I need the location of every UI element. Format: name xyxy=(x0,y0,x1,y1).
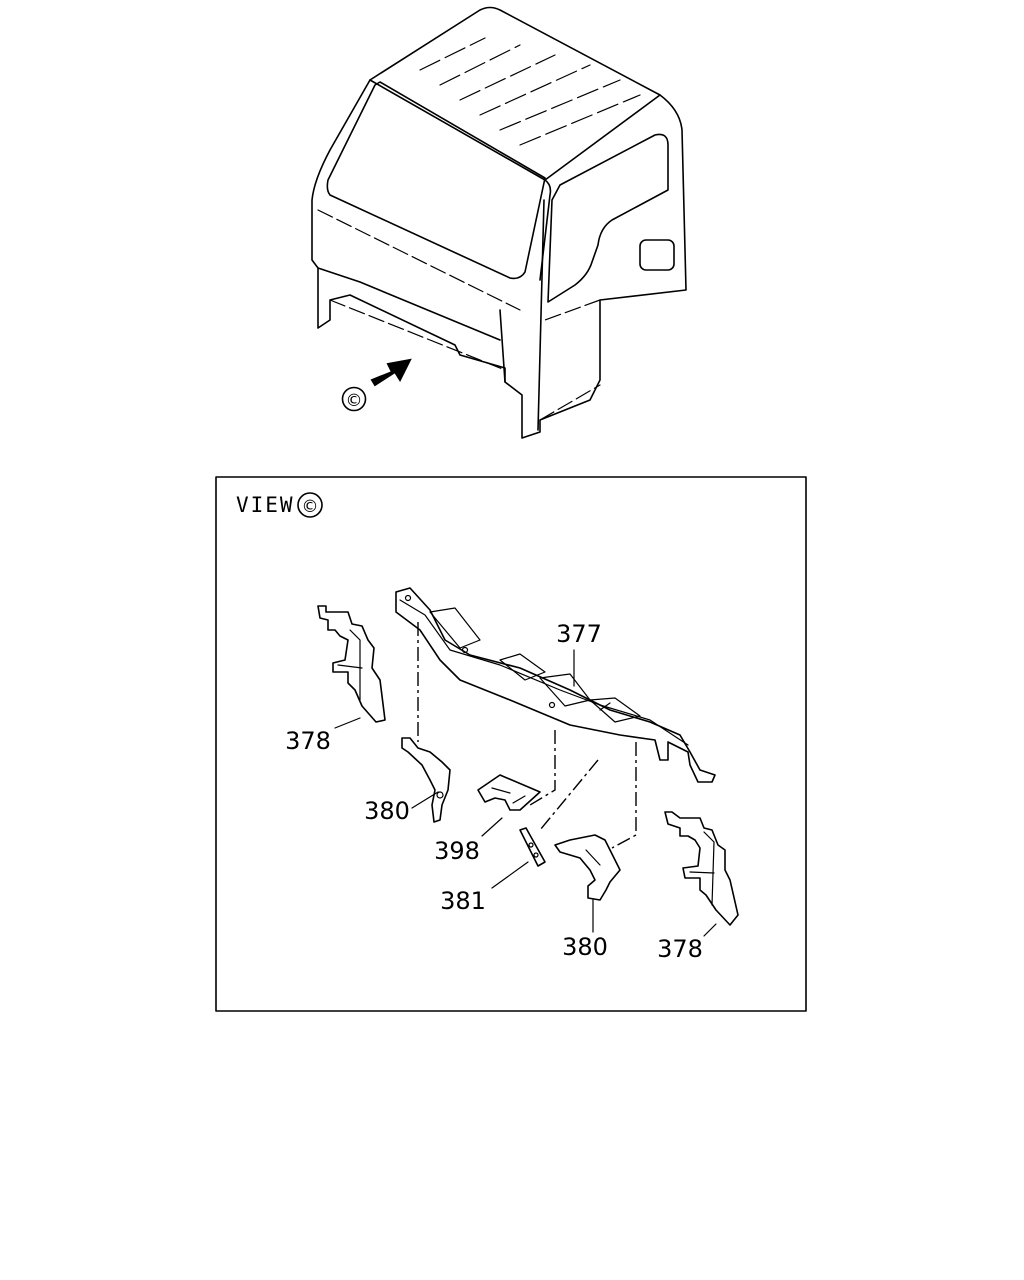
assembly-guide-lines xyxy=(417,622,637,849)
part-378-left-bracket xyxy=(317,605,386,723)
part-377-cross-member xyxy=(395,587,716,783)
callout-leaders xyxy=(334,649,717,937)
callout-378-right: 378 xyxy=(657,935,703,963)
part-381-shim xyxy=(519,827,546,867)
callout-378-left: 378 xyxy=(285,727,331,755)
view-c-frame xyxy=(215,476,807,1012)
callout-380-right: 380 xyxy=(562,933,608,961)
svg-text:©: © xyxy=(346,391,363,411)
callout-377: 377 xyxy=(556,620,602,648)
view-label: VIEW xyxy=(236,493,295,517)
part-378-right-bracket xyxy=(664,811,739,926)
callout-398: 398 xyxy=(434,837,480,865)
part-380-left-bracket xyxy=(401,737,451,823)
view-c-title: VIEW © xyxy=(236,492,323,518)
part-380-right-bracket xyxy=(554,834,621,901)
truck-cab-illustration xyxy=(311,6,687,439)
callout-381: 381 xyxy=(440,887,486,915)
callout-380-left: 380 xyxy=(364,797,410,825)
view-direction-marker: © xyxy=(341,386,367,412)
part-398-plate xyxy=(477,774,541,811)
view-marker: © xyxy=(302,497,319,517)
